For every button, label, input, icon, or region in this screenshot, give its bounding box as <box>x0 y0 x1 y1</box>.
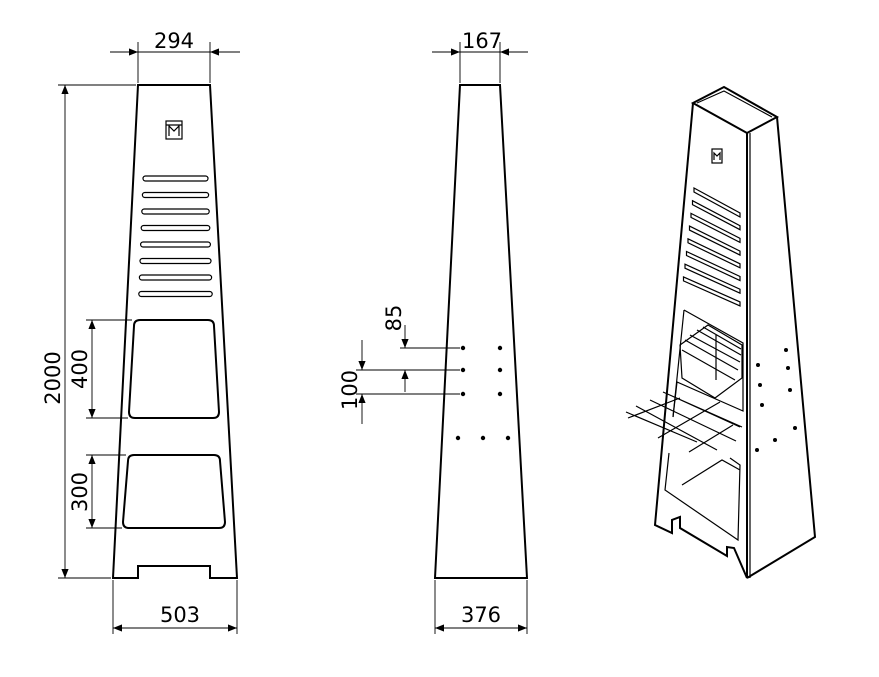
iso-vent-slots <box>682 186 741 307</box>
iso-logo-icon <box>711 148 723 164</box>
side-holes <box>455 345 511 441</box>
front-outline <box>111 84 239 579</box>
isometric-view <box>625 85 817 579</box>
iso-vent-slot <box>691 199 741 231</box>
vent-slot <box>139 257 212 265</box>
dim-lower-opening: 300 <box>68 472 92 512</box>
vent-slot <box>141 191 210 199</box>
iso-vent-slot <box>690 212 741 244</box>
dim-front-base-width: 503 <box>160 603 200 627</box>
vent-slot <box>141 208 210 215</box>
lower-opening <box>121 454 227 529</box>
side-outline <box>433 84 529 579</box>
vent-slot <box>138 274 213 281</box>
iso-vent-slot <box>688 225 741 257</box>
iso-top-opening <box>690 85 780 135</box>
front-view: 294 2000 400 300 503 <box>41 29 240 634</box>
vent-slots <box>138 175 213 298</box>
iso-vent-slot <box>685 250 741 282</box>
vent-slot <box>138 290 213 298</box>
iso-side-holes <box>755 348 797 452</box>
dim-side-base-width: 376 <box>461 603 501 627</box>
dim-front-top-width: 294 <box>154 29 194 53</box>
iso-side-face <box>746 116 817 579</box>
iso-front-face <box>653 102 748 579</box>
dim-side-top-width: 167 <box>462 29 502 53</box>
iso-vent-slot <box>693 186 741 219</box>
upper-opening <box>127 319 221 419</box>
iso-vent-slot <box>687 237 741 269</box>
vent-slot <box>142 175 209 182</box>
dim-hole-spacing-top: 85 <box>382 305 406 332</box>
dim-height: 2000 <box>41 351 65 404</box>
logo-icon <box>165 120 183 140</box>
iso-vent-slot <box>682 275 741 307</box>
iso-vent-slot <box>684 263 741 295</box>
iso-grill-grate <box>679 324 743 399</box>
iso-lower-opening <box>664 452 741 542</box>
dim-hole-spacing-lower: 100 <box>338 370 362 410</box>
side-view: 167 85 100 376 <box>338 29 529 634</box>
iso-side-rack <box>625 391 743 453</box>
vent-slot <box>140 241 212 248</box>
vent-slot <box>140 224 211 232</box>
dim-upper-opening: 400 <box>68 349 92 389</box>
